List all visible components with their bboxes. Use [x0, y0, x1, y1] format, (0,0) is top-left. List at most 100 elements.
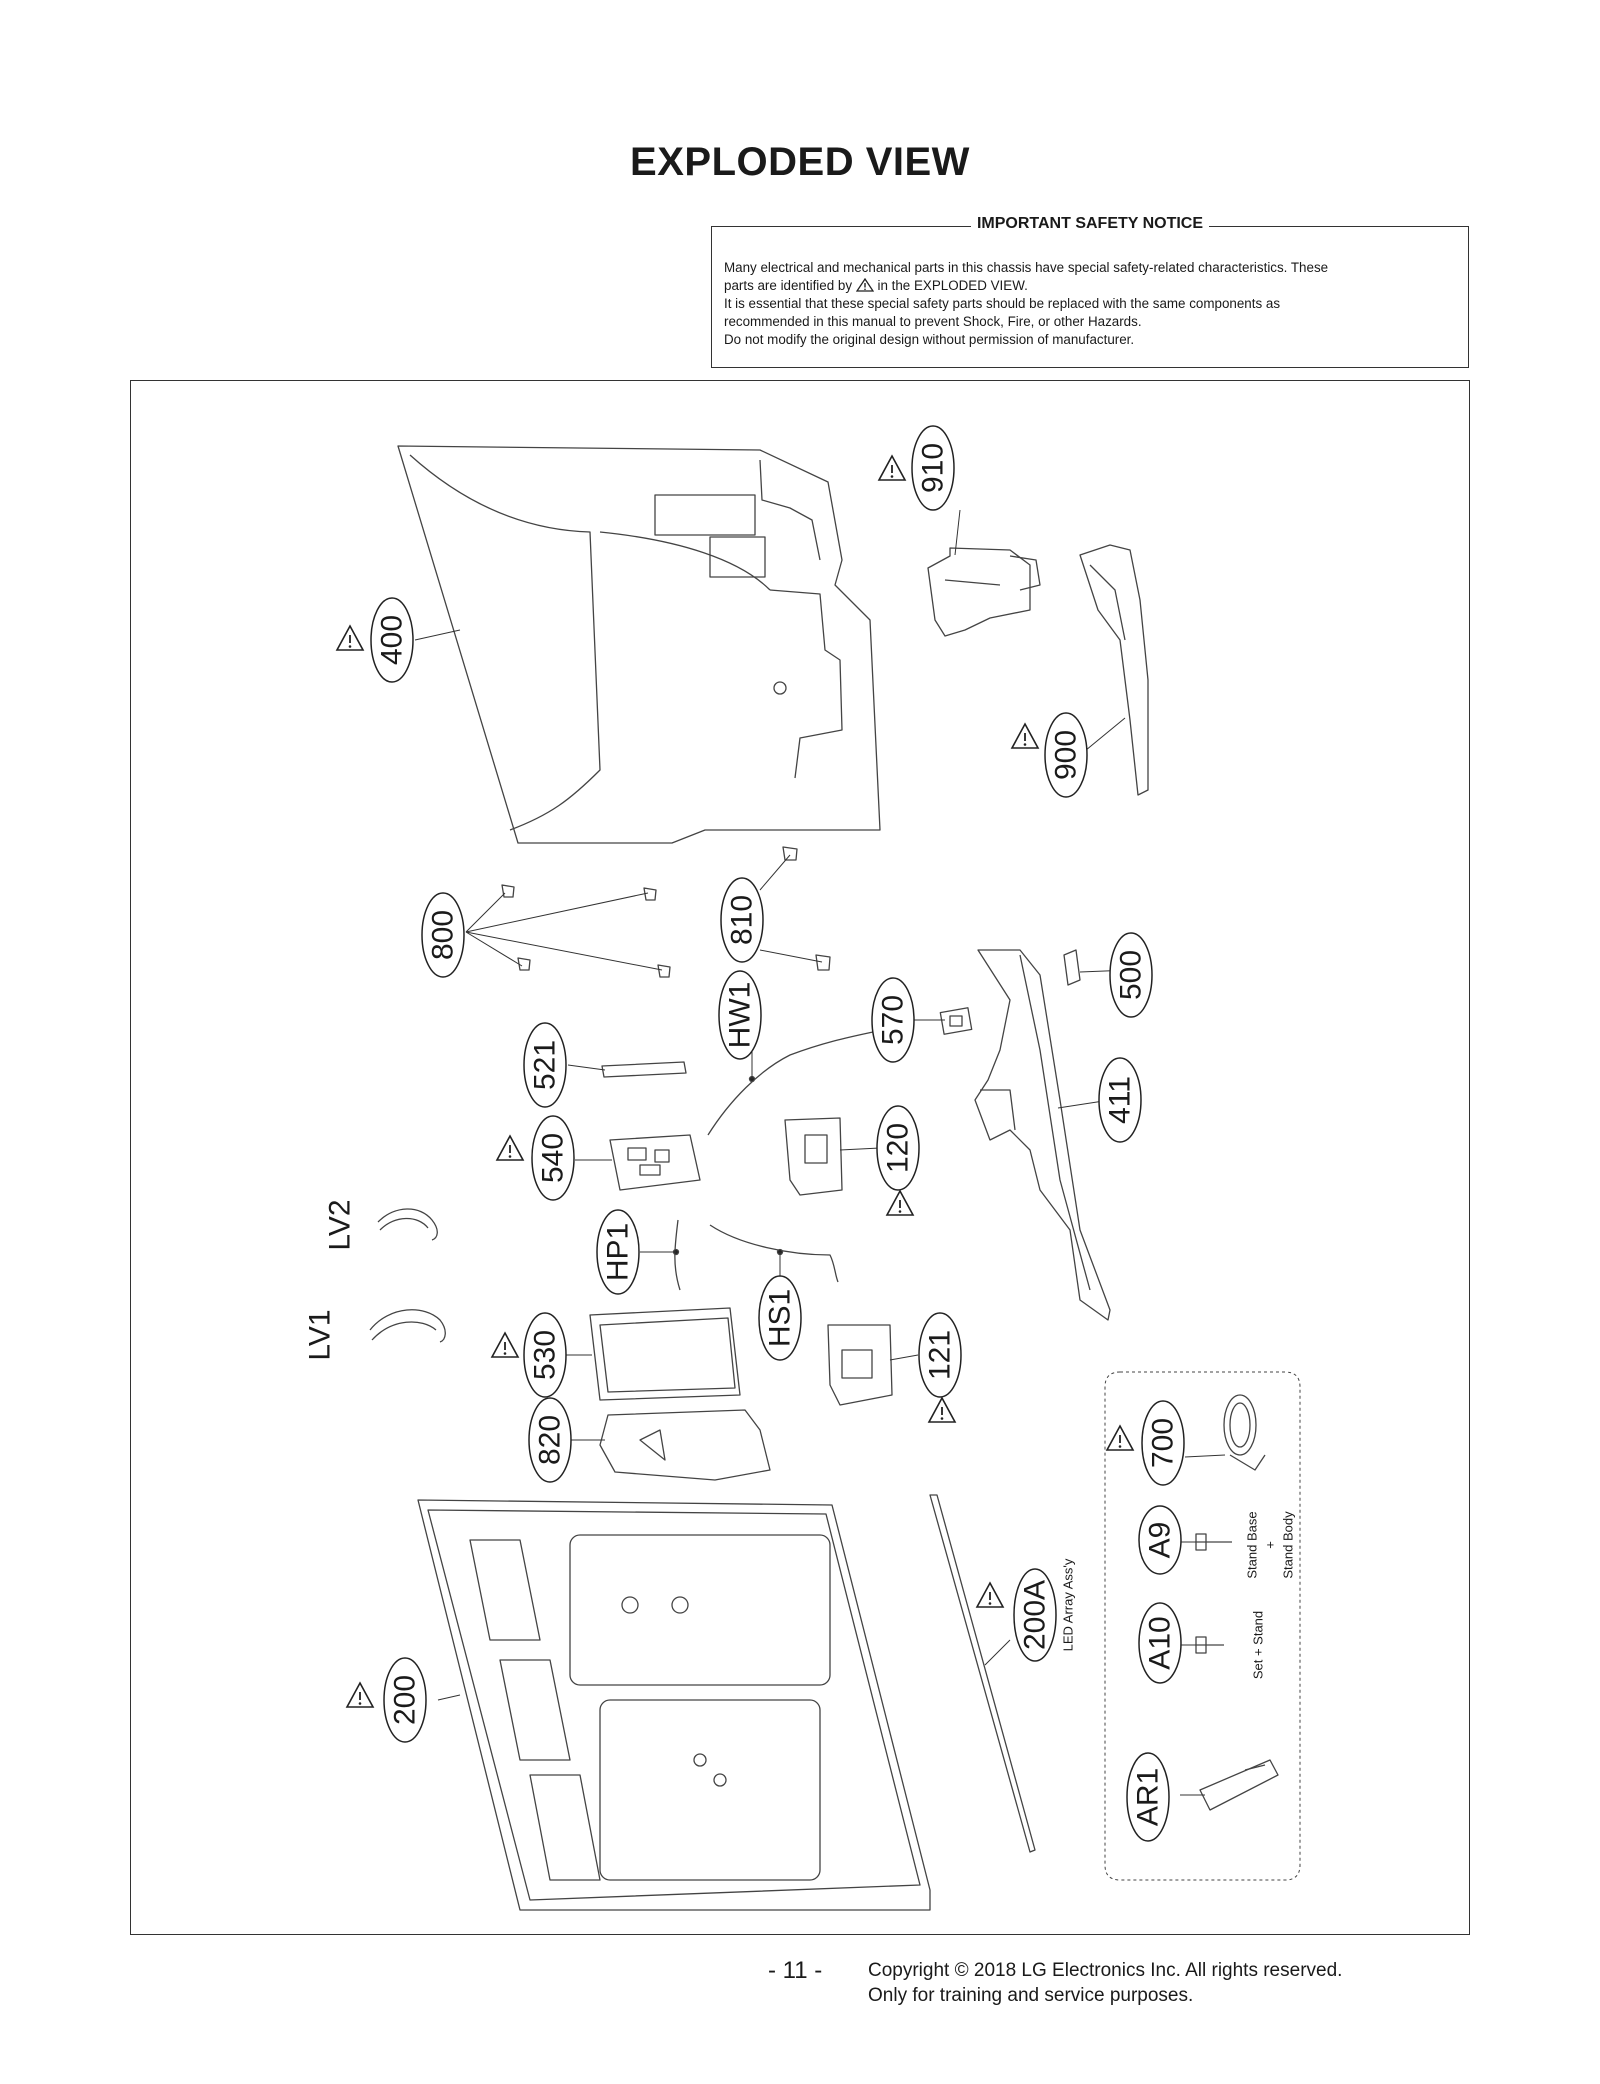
label-900-text: 900 — [1050, 730, 1083, 780]
part-521-drawing — [601, 1061, 687, 1078]
label-hs1-text: HS1 — [764, 1289, 797, 1347]
label-570: 570 — [871, 977, 915, 1063]
insulator-820-drawing — [599, 1409, 771, 1481]
label-lv2: LV2 — [324, 1199, 357, 1250]
caption-stand-body: Stand Body — [1281, 1511, 1296, 1579]
warning-triangle-icon — [976, 1582, 1004, 1608]
page-number: - 11 - — [768, 1957, 823, 1984]
label-a10: A10 — [1138, 1602, 1182, 1684]
warning-triangle-icon — [1011, 723, 1039, 749]
part-500-drawing — [1063, 949, 1081, 986]
label-200: 200 — [383, 1657, 427, 1743]
label-540-text: 540 — [537, 1133, 570, 1183]
label-700-text: 700 — [1147, 1418, 1180, 1468]
stand-body-900-drawing — [1079, 544, 1149, 796]
caption-plus: + — [1263, 1541, 1278, 1549]
notice-line-2-post: in the EXPLODED VIEW. — [877, 278, 1028, 293]
label-200a-text: 200A — [1019, 1580, 1052, 1650]
notice-line-3: It is essential that these special safet… — [724, 296, 1281, 311]
label-200a: 200A — [1013, 1568, 1057, 1662]
label-810-text: 810 — [726, 895, 759, 945]
page-title: EXPLODED VIEW — [630, 140, 970, 184]
label-411: 411 — [1098, 1057, 1142, 1143]
part-120-drawing — [784, 1117, 843, 1196]
safety-notice-title: IMPORTANT SAFETY NOTICE — [712, 215, 1468, 233]
label-411-text: 411 — [1104, 1076, 1137, 1124]
notice-line-5: Do not modify the original design withou… — [724, 332, 1135, 347]
label-a9-text: A9 — [1144, 1522, 1177, 1559]
copyright-line: Copyright © 2018 LG Electronics Inc. All… — [868, 1960, 1343, 1981]
label-820-text: 820 — [534, 1415, 567, 1465]
notice-line-2-pre: parts are identified by — [724, 278, 853, 293]
label-lv1: LV1 — [304, 1309, 337, 1360]
safety-notice-title-text: IMPORTANT SAFETY NOTICE — [970, 215, 1210, 232]
caption-stand-base: Stand Base — [1245, 1511, 1260, 1578]
label-900: 900 — [1044, 712, 1088, 798]
warning-triangle-icon — [928, 1397, 956, 1423]
label-570-text: 570 — [877, 995, 910, 1045]
warning-triangle-icon — [855, 278, 874, 292]
warning-triangle-icon — [496, 1135, 524, 1161]
label-a9: A9 — [1138, 1505, 1182, 1575]
power-board-530-drawing — [589, 1307, 741, 1401]
warning-triangle-icon — [346, 1682, 374, 1708]
cable-hs1-drawing — [709, 1224, 839, 1283]
label-530: 530 — [523, 1312, 567, 1398]
label-120: 120 — [876, 1105, 920, 1191]
notice-line-4: recommended in this manual to prevent Sh… — [724, 314, 1142, 329]
notice-line-2: parts are identified by in the EXPLODED … — [724, 277, 1456, 295]
label-530-text: 530 — [529, 1330, 562, 1380]
footer-copyright: Copyright © 2018 LG Electronics Inc. All… — [868, 1958, 1342, 2008]
label-540: 540 — [531, 1115, 575, 1201]
front-frame-200-drawing — [417, 1499, 931, 1911]
label-a10-text: A10 — [1144, 1616, 1177, 1669]
label-500: 500 — [1109, 932, 1153, 1018]
label-hp1-text: HP1 — [602, 1223, 635, 1281]
usage-line: Only for training and service purposes. — [868, 1985, 1194, 2006]
bracket-810-drawing — [782, 846, 831, 971]
back-cover-drawing — [397, 445, 881, 844]
cable-lv2-drawing — [377, 1208, 438, 1241]
label-400: 400 — [370, 597, 414, 683]
caption-set-stand: Set + Stand — [1251, 1611, 1266, 1679]
label-ar1: AR1 — [1126, 1752, 1170, 1842]
led-strip-200a-drawing — [929, 1494, 1036, 1853]
label-500-text: 500 — [1115, 950, 1148, 1000]
screw-a9-drawing — [1195, 1533, 1232, 1551]
label-910-text: 910 — [917, 443, 950, 493]
warning-triangle-icon — [1106, 1425, 1134, 1451]
leader-lines — [414, 509, 1226, 1796]
screw-a10-drawing — [1195, 1636, 1224, 1654]
label-120-text: 120 — [882, 1123, 915, 1173]
warning-triangle-icon — [336, 625, 364, 651]
label-910: 910 — [911, 425, 955, 511]
label-800-text: 800 — [427, 910, 460, 960]
label-400-text: 400 — [376, 615, 409, 665]
label-521-text: 521 — [529, 1040, 562, 1090]
warning-triangle-icon — [886, 1190, 914, 1216]
label-ar1-text: AR1 — [1132, 1768, 1165, 1826]
part-570-drawing — [939, 1007, 973, 1035]
label-800: 800 — [421, 892, 465, 978]
bracket-910-drawing — [927, 547, 1041, 637]
warning-triangle-icon — [878, 455, 906, 481]
exploded-view-frame — [130, 380, 1470, 1935]
label-121: 121 — [918, 1312, 962, 1398]
label-hs1: HS1 — [758, 1275, 802, 1361]
label-hp1: HP1 — [596, 1209, 640, 1295]
stand-bracket-411-drawing — [974, 949, 1111, 1321]
safety-notice-body: Many electrical and mechanical parts in … — [724, 259, 1456, 349]
remote-ar1-drawing — [1199, 1759, 1279, 1811]
label-200-text: 200 — [389, 1675, 422, 1725]
board-540-drawing — [609, 1134, 701, 1191]
part-121-drawing — [827, 1324, 893, 1406]
label-820: 820 — [528, 1397, 572, 1483]
screws-800-drawing — [501, 884, 671, 978]
cable-lv1-drawing — [369, 1309, 446, 1343]
label-521: 521 — [523, 1022, 567, 1108]
label-700: 700 — [1141, 1400, 1185, 1486]
notice-line-1: Many electrical and mechanical parts in … — [724, 260, 1329, 275]
cable-hp1-drawing — [672, 1219, 681, 1291]
safety-notice-box: IMPORTANT SAFETY NOTICE Many electrical … — [711, 215, 1469, 368]
